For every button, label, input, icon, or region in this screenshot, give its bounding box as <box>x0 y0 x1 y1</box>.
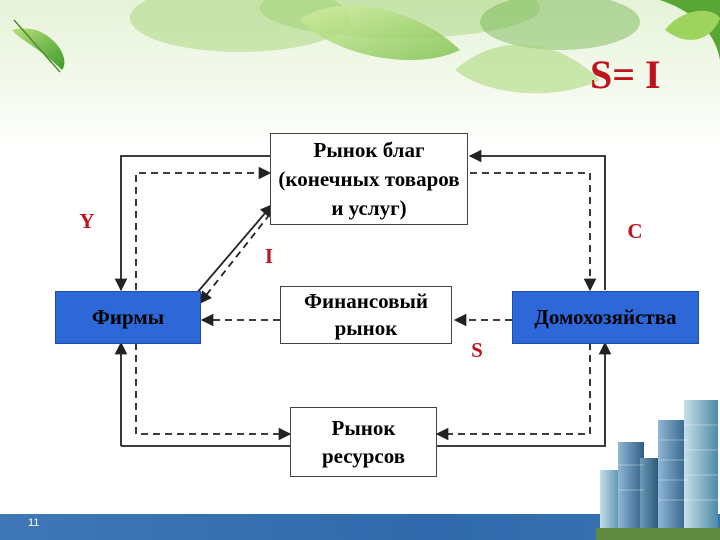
page-number: 11 <box>28 517 40 529</box>
financial-market-label: Финансовый рынок <box>304 289 428 340</box>
leaf-decoration-icon <box>12 0 720 94</box>
savings-equals-investment-formula: S= I <box>590 52 661 97</box>
households-box: Домохозяйства <box>512 291 699 344</box>
goods-market-label: Рынок благ (конечных товаров и услуг) <box>278 137 460 220</box>
resource-market-label: Рынок ресурсов <box>321 416 406 468</box>
label-y: Y <box>79 209 95 233</box>
resource-market-box: Рынок ресурсов <box>290 407 437 477</box>
firms-box: Фирмы <box>55 291 201 344</box>
goods-market-box: Рынок благ (конечных товаров и услуг) <box>270 133 468 225</box>
label-i: I <box>264 244 274 268</box>
label-c: C <box>627 219 643 243</box>
firms-label: Фирмы <box>91 305 165 329</box>
city-buildings-decoration-icon <box>596 400 720 540</box>
households-label: Домохозяйства <box>534 305 677 329</box>
label-s: S <box>471 338 483 362</box>
financial-market-box: Финансовый рынок <box>280 286 452 344</box>
